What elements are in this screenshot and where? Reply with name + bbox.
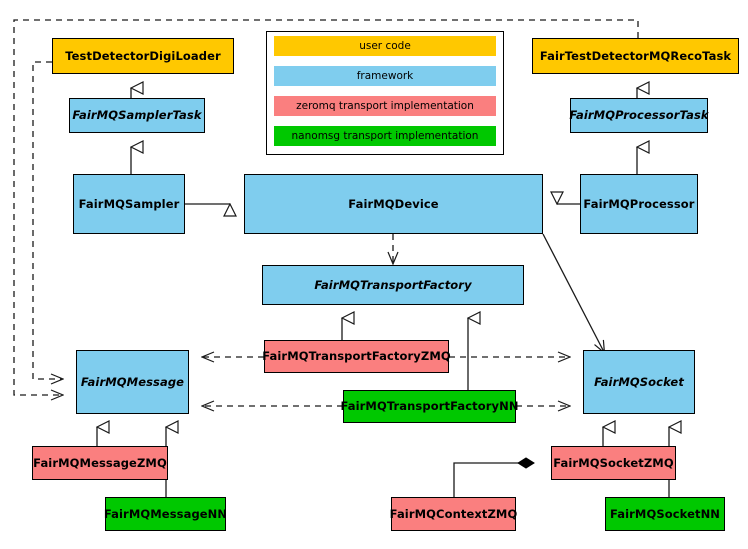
class-box-fairmqtransportfactory[interactable]: FairMQTransportFactory	[262, 265, 524, 305]
legend-item-nanomsg: nanomsg transport implementation	[274, 126, 496, 146]
class-box-fairmqsocket[interactable]: FairMQSocket	[583, 350, 695, 414]
class-box-fairmqsampler[interactable]: FairMQSampler	[73, 174, 185, 234]
class-box-fairmqsocketzmq[interactable]: FairMQSocketZMQ	[551, 446, 676, 480]
class-box-fairtestdetectormqrecotask[interactable]: FairTestDetectorMQRecoTask	[532, 38, 739, 74]
class-box-fairmqprocessor[interactable]: FairMQProcessor	[580, 174, 698, 234]
class-box-fairmqprocessortask[interactable]: FairMQProcessorTask	[569, 98, 709, 133]
edge-recotask-to-message	[13, 19, 639, 395]
legend-item-user-code: user code	[274, 36, 496, 56]
class-box-fairmqsamplertask[interactable]: FairMQSamplerTask	[69, 98, 205, 133]
class-box-fairmqmessage[interactable]: FairMQMessage	[76, 350, 189, 414]
edge-digiloader-to-message	[32, 61, 62, 379]
class-box-fairmqdevice[interactable]: FairMQDevice	[244, 174, 543, 234]
class-box-fairmqmessagezmq[interactable]: FairMQMessageZMQ	[32, 446, 168, 480]
class-box-testdetectordigiloader[interactable]: TestDetectorDigiLoader	[52, 38, 234, 74]
edge-device-to-socket	[542, 233, 604, 352]
class-box-fairmqtransportfactorynn[interactable]: FairMQTransportFactoryNN	[340, 390, 518, 423]
class-box-fairmqmessagenn[interactable]: FairMQMessageNN	[104, 497, 227, 531]
class-box-fairmqtransportfactoryzmq[interactable]: FairMQTransportFactoryZMQ	[262, 340, 451, 373]
legend-item-zeromq: zeromq transport implementation	[274, 96, 496, 116]
edge-socketzmq-to-contextzmq	[453, 457, 535, 497]
legend-item-framework: framework	[274, 66, 496, 86]
class-box-fairmqsocketnn[interactable]: FairMQSocketNN	[605, 497, 725, 531]
class-box-fairmqcontextzmq[interactable]: FairMQContextZMQ	[390, 497, 517, 531]
